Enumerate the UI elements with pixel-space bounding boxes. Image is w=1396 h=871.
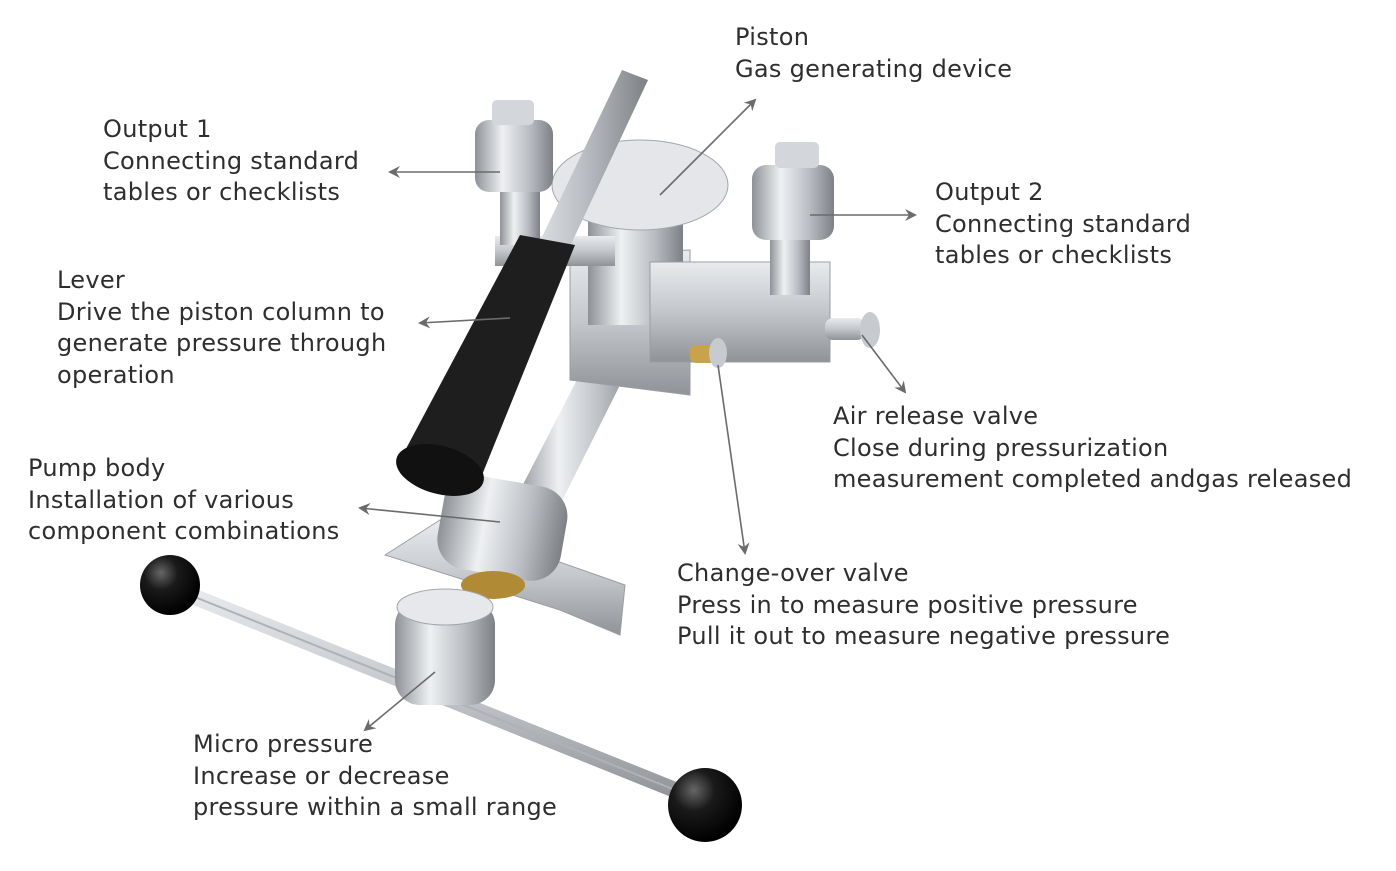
arrow-change-over <box>717 364 750 555</box>
arrow-piston <box>659 98 757 196</box>
callout-line: pressure within a small range <box>193 793 558 821</box>
callout-line: tables or checklists <box>103 178 341 206</box>
callout-air-release-valve: Air release valve Close during pressuriz… <box>833 401 1352 496</box>
callout-output-2: Output 2 Connecting standard tables or c… <box>935 177 1191 272</box>
arrow-micro-pressure <box>363 671 436 732</box>
callout-line: measurement completed andgas released <box>833 465 1353 493</box>
callout-line: operation <box>57 360 175 389</box>
callout-output-1: Output 1 Connecting standard tables or c… <box>103 114 359 209</box>
callout-line: tables or checklists <box>935 241 1173 269</box>
callout-line: component combinations <box>28 517 340 545</box>
callout-line: Increase or decrease <box>193 761 450 790</box>
callout-title: Micro pressure <box>193 730 374 758</box>
callout-title: Piston <box>735 23 810 51</box>
callout-line: generate pressure through <box>57 329 387 357</box>
callout-title: Output 1 <box>103 115 212 143</box>
callout-pump-body: Pump body Installation of various compon… <box>28 453 340 548</box>
callout-line: Installation of various <box>28 485 295 514</box>
callout-piston: Piston Gas generating device <box>735 22 1012 85</box>
callout-arrows <box>358 98 917 732</box>
callout-line: Connecting standard <box>103 146 360 175</box>
callout-line: Press in to measure positive pressure <box>677 590 1138 619</box>
callout-change-over-valve: Change-over valve Press in to measure po… <box>677 558 1170 653</box>
callout-lever: Lever Drive the piston column to generat… <box>57 265 386 391</box>
callout-line: Close during pressurization <box>833 433 1169 462</box>
callout-line: Gas generating device <box>735 54 1013 83</box>
callout-title: Change-over valve <box>677 559 909 587</box>
output-2-fitting <box>752 142 834 295</box>
micro-pressure-handle <box>140 555 742 842</box>
callout-title: Air release valve <box>833 402 1039 430</box>
lever <box>396 70 648 496</box>
arrow-air-release <box>861 334 907 394</box>
callout-micro-pressure: Micro pressure Increase or decrease pres… <box>193 729 557 824</box>
callout-title: Pump body <box>28 454 166 482</box>
callout-title: Lever <box>57 266 126 294</box>
callout-line: Connecting standard <box>935 209 1192 238</box>
callout-line: Drive the piston column to <box>57 297 385 326</box>
callout-line: Pull it out to measure negative pressure <box>677 622 1171 650</box>
arrow-pump-body <box>358 503 501 523</box>
arrow-lever <box>418 316 511 329</box>
callout-title: Output 2 <box>935 178 1044 206</box>
